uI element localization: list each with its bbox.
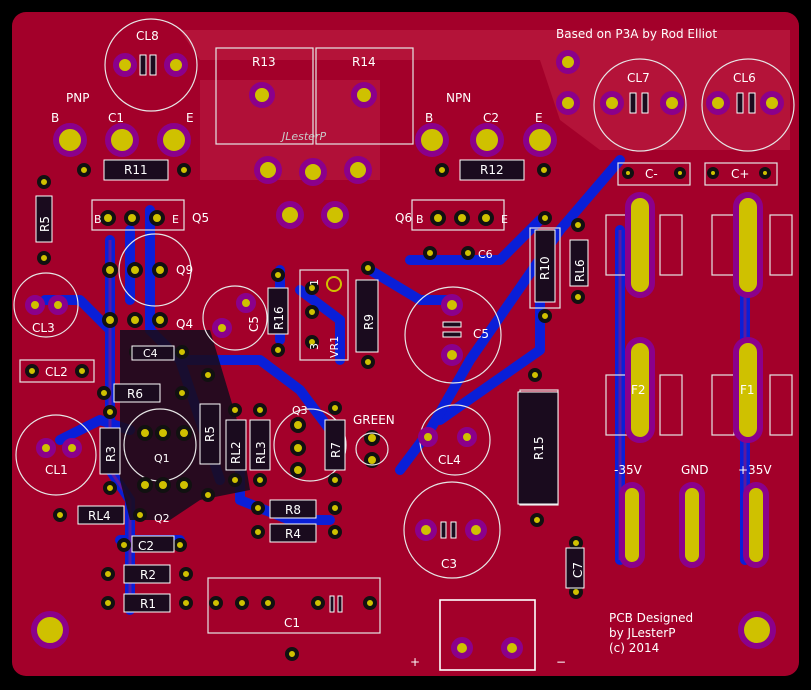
label-q5: Q5 [192,211,209,225]
footer-designed: PCB Designed [609,611,693,625]
label-r2: R2 [140,568,156,582]
resistor-bodies [35,159,589,613]
label-c4-small: C4 [143,347,158,360]
label-minus-35v: -35V [614,463,643,477]
label-r6: R6 [127,387,143,401]
power-plus-sign: + [410,655,420,669]
label-c-minus: C- [645,167,658,181]
dark-pour [120,330,250,520]
label-r14: R14 [352,55,376,69]
label-cl1: CL1 [45,463,68,477]
label-f2: F2 [631,383,646,397]
label-r8: R8 [285,503,301,517]
label-cl6: CL6 [733,71,756,85]
label-c5-vertical: C5 [247,316,261,332]
label-cl7: CL7 [627,71,650,85]
label-c7: C7 [571,562,585,578]
label-plus-35v: +35V [738,463,772,477]
label-vr1: VR1 [328,336,341,358]
label-c3: C3 [441,557,457,571]
label-green-led: GREEN [353,413,395,427]
label-npn-c: C2 [483,111,499,125]
label-q4: Q4 [176,317,193,331]
footer-copyright: (c) 2014 [609,641,659,655]
label-vr1-pin3: 3 [308,343,321,350]
label-r9: R9 [362,314,376,330]
cap-bodies [139,54,756,613]
mirrored-bottom-text: JLesterP [280,130,326,143]
footer-by: by JLesterP [609,626,675,640]
label-c5: C5 [473,327,489,341]
top-pour [180,30,790,150]
label-npn: NPN [446,91,471,105]
label-npn-b: B [425,111,433,125]
header-credit: Based on P3A by Rod Elliot [556,27,717,41]
label-pnp-e: E [186,111,194,125]
center-pour [200,80,380,180]
label-cl2: CL2 [45,365,68,379]
label-q6-b: B [416,213,424,226]
led-outline [355,432,389,466]
label-c-plus: C+ [731,167,749,181]
label-q9: Q9 [176,263,193,277]
silkscreen-outlines [13,18,795,671]
label-c1: C1 [284,616,300,630]
label-cl3: CL3 [32,321,55,335]
label-cl4: CL4 [438,453,461,467]
label-cl8: CL8 [136,29,159,43]
label-f1: F1 [740,383,755,397]
label-npn-e: E [535,111,543,125]
label-q6: Q6 [395,211,412,225]
label-r16: R16 [272,306,286,330]
label-r11: R11 [124,163,148,177]
label-q5-e: E [172,213,179,226]
label-rl4: RL4 [88,509,111,523]
label-pnp-c: C1 [108,111,124,125]
label-pnp-b: B [51,111,59,125]
label-r10: R10 [538,256,552,280]
label-c6: C6 [478,248,493,261]
label-r3: R3 [104,446,118,462]
label-r5: R5 [203,426,217,442]
label-q6-e: E [501,213,508,226]
label-r15: R15 [532,436,546,460]
label-r13: R13 [252,55,276,69]
label-c2: C2 [138,539,154,553]
label-rl2: RL2 [229,441,243,464]
label-q2: Q2 [154,512,170,525]
label-q5-b: B [94,213,102,226]
label-r12: R12 [480,163,504,177]
label-r4: R4 [285,527,301,541]
label-q1: Q1 [154,452,170,465]
label-r5-left: R5 [38,216,52,232]
label-rl6: RL6 [573,259,587,282]
pad-holes [628,214,760,549]
label-pnp: PNP [66,91,89,105]
label-r7: R7 [329,442,343,458]
label-rl3: RL3 [254,441,268,464]
label-r1: R1 [140,597,156,611]
label-q3: Q3 [292,404,308,417]
label-vr1-pin1: 1 [308,279,321,286]
label-gnd: GND [681,463,709,477]
power-minus-sign: − [556,655,566,669]
